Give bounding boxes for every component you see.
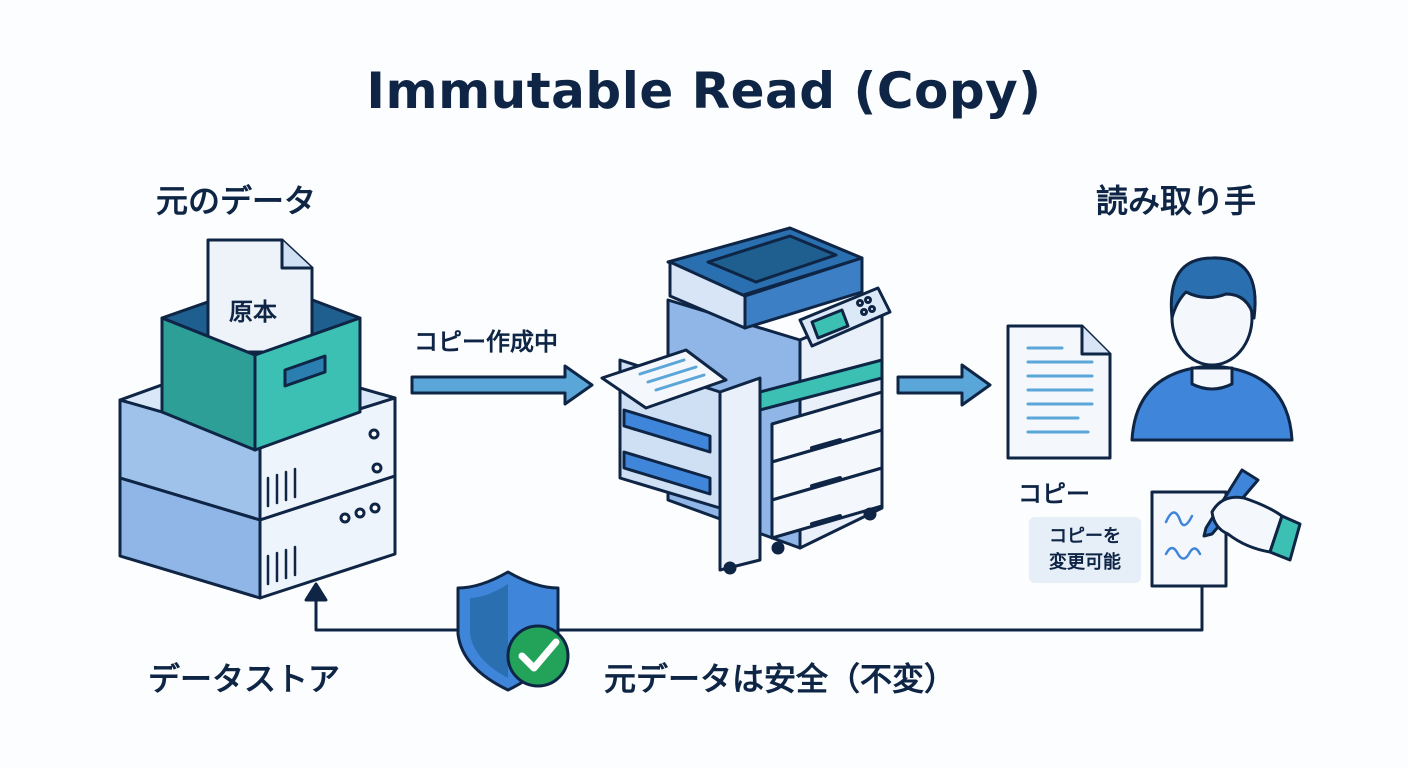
reader-label: 読み取り手 bbox=[1096, 182, 1257, 220]
original-document-label: 原本 bbox=[229, 298, 277, 326]
copier-icon bbox=[600, 226, 892, 575]
arrow-right-icon bbox=[896, 363, 992, 407]
storage-box-icon bbox=[160, 238, 362, 452]
arrow-right-icon bbox=[410, 364, 594, 406]
page-title: Immutable Read (Copy) bbox=[366, 62, 1042, 120]
writing-hand-icon bbox=[1150, 468, 1302, 588]
document-icon bbox=[206, 238, 314, 354]
return-arrow-icon bbox=[304, 582, 1204, 632]
can-modify-line-2: 変更可能 bbox=[1049, 552, 1121, 573]
person-icon bbox=[1130, 256, 1294, 442]
data-store-label: データストア bbox=[148, 660, 341, 698]
original-data-label: 元のデータ bbox=[156, 182, 317, 220]
shield-check-icon bbox=[456, 570, 570, 692]
original-safe-label: 元データは安全（不変） bbox=[604, 660, 957, 698]
can-modify-line-1: コピーを bbox=[1049, 526, 1121, 547]
can-modify-badge: コピーを 変更可能 bbox=[1029, 517, 1141, 583]
copy-label: コピー bbox=[1018, 480, 1090, 508]
copying-label: コピー作成中 bbox=[414, 328, 558, 356]
copy-document-icon bbox=[1006, 324, 1112, 460]
